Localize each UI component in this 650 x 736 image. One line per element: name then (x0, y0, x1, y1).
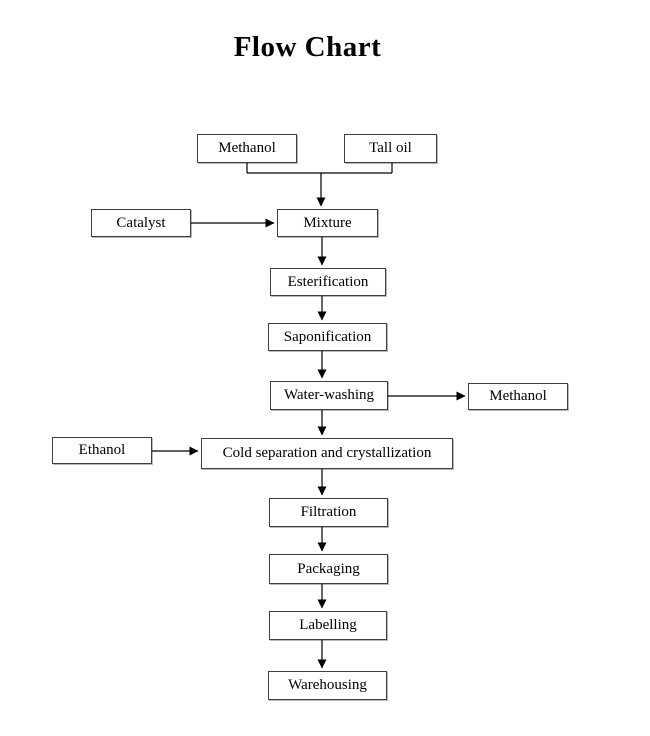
node-methanol-recovered: Methanol (468, 383, 568, 410)
node-filtration: Filtration (269, 498, 388, 527)
node-mixture: Mixture (277, 209, 378, 237)
node-catalyst: Catalyst (91, 209, 191, 237)
page-title: Flow Chart (233, 31, 382, 63)
node-labelling: Labelling (269, 611, 387, 640)
node-warehousing: Warehousing (268, 671, 387, 700)
node-methanol-feed: Methanol (197, 134, 297, 163)
node-cold-separation: Cold separation and crystallization (201, 438, 453, 469)
node-esterification: Esterification (270, 268, 386, 296)
node-tall-oil: Tall oil (344, 134, 437, 163)
node-saponification: Saponification (268, 323, 387, 351)
node-ethanol: Ethanol (52, 437, 152, 464)
node-water-washing: Water-washing (270, 381, 388, 410)
node-packaging: Packaging (269, 554, 388, 584)
